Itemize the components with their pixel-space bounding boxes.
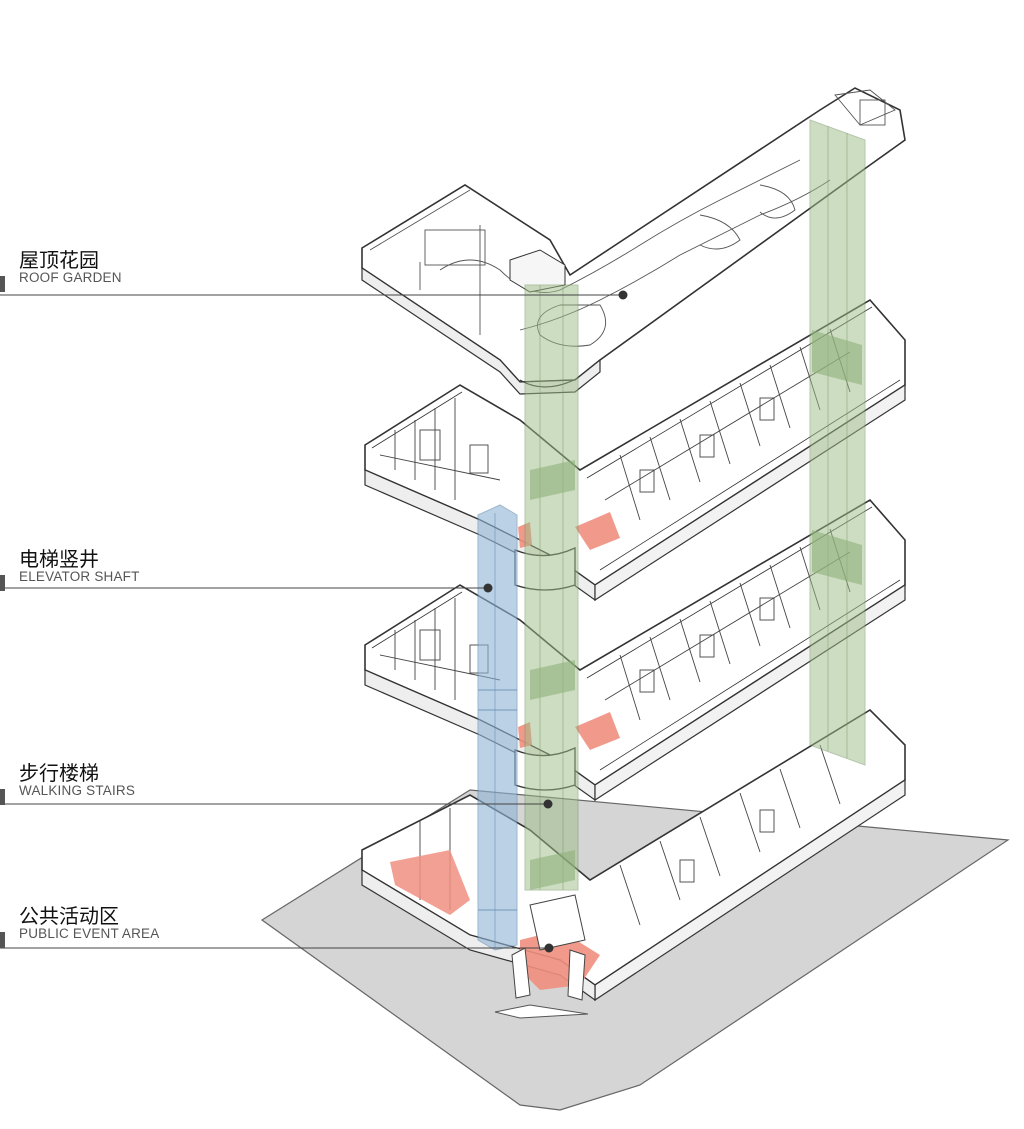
label-zh: 步行楼梯 bbox=[19, 761, 99, 785]
label-en: WALKING STAIRS bbox=[19, 783, 136, 798]
label-zh: 公共活动区 bbox=[19, 904, 119, 928]
label-en: PUBLIC EVENT AREA bbox=[19, 926, 160, 941]
label-zh: 屋顶花园 bbox=[19, 248, 99, 272]
roof-garden-marker bbox=[618, 290, 628, 300]
leader-lines bbox=[0, 294, 623, 949]
event-area-marker bbox=[544, 943, 554, 953]
label-zh: 电梯竖井 bbox=[19, 547, 99, 571]
label-en: ELEVATOR SHAFT bbox=[19, 569, 140, 584]
label-en: ROOF GARDEN bbox=[19, 270, 122, 285]
stairs-marker bbox=[543, 799, 553, 809]
elevator-marker bbox=[483, 583, 493, 593]
